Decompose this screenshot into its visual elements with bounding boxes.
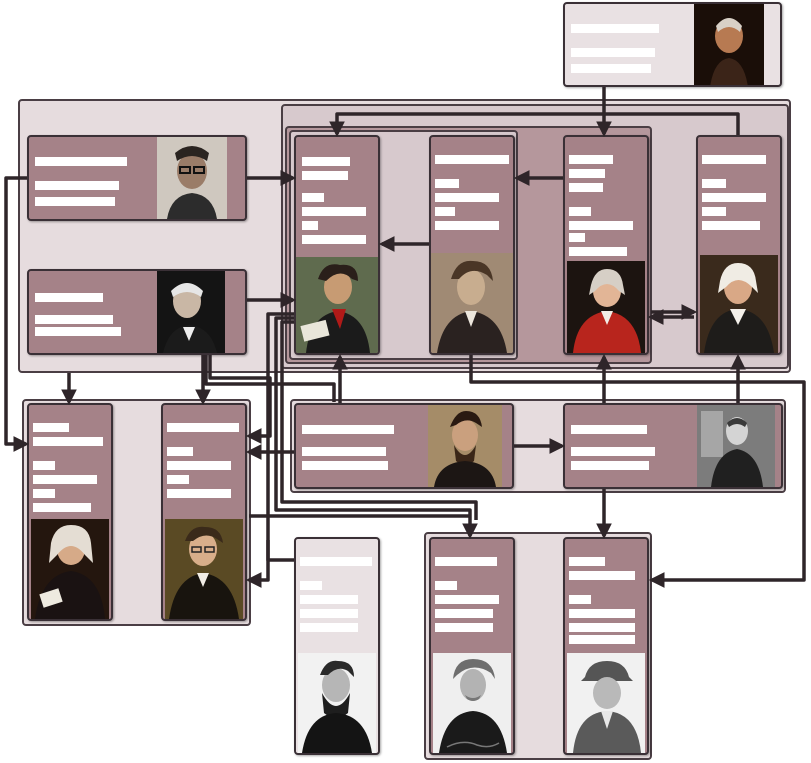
composer-portrait-icon xyxy=(700,255,778,353)
composer-portrait-icon xyxy=(165,519,243,619)
composer-portrait-icon xyxy=(694,4,764,85)
composer-card-beethoven[interactable] xyxy=(294,135,380,355)
composer-card-prokofiev[interactable] xyxy=(563,403,783,489)
composer-card-dvorak[interactable] xyxy=(294,537,380,755)
composer-portrait-icon xyxy=(296,257,378,353)
composer-portrait-icon xyxy=(157,137,227,219)
composer-portrait-icon xyxy=(697,405,775,487)
composer-card-rachmaninoff[interactable] xyxy=(563,537,649,755)
composer-portrait-icon xyxy=(567,261,645,353)
composer-portrait-icon xyxy=(431,253,513,353)
composer-card-chopin[interactable] xyxy=(429,135,515,355)
composer-portrait-icon xyxy=(298,653,376,753)
composer-card-schubert[interactable] xyxy=(161,403,247,621)
composer-card-mozart[interactable] xyxy=(563,135,649,355)
composer-card-grieg[interactable] xyxy=(429,537,515,755)
composer-portrait-icon xyxy=(157,271,225,353)
composer-card-mussorgsky[interactable] xyxy=(294,403,514,489)
composer-card-gray-hair[interactable] xyxy=(27,269,247,355)
composer-portrait-icon xyxy=(567,653,645,753)
connector-line xyxy=(266,540,294,562)
composer-portrait-icon xyxy=(31,519,109,619)
composer-card-shostakovich[interactable] xyxy=(27,135,247,221)
composer-card-bach[interactable] xyxy=(27,403,113,621)
composer-card-haydn[interactable] xyxy=(696,135,782,355)
composer-portrait-icon xyxy=(428,405,502,487)
composer-card-top-right[interactable] xyxy=(563,2,782,87)
composer-portrait-icon xyxy=(433,653,511,753)
